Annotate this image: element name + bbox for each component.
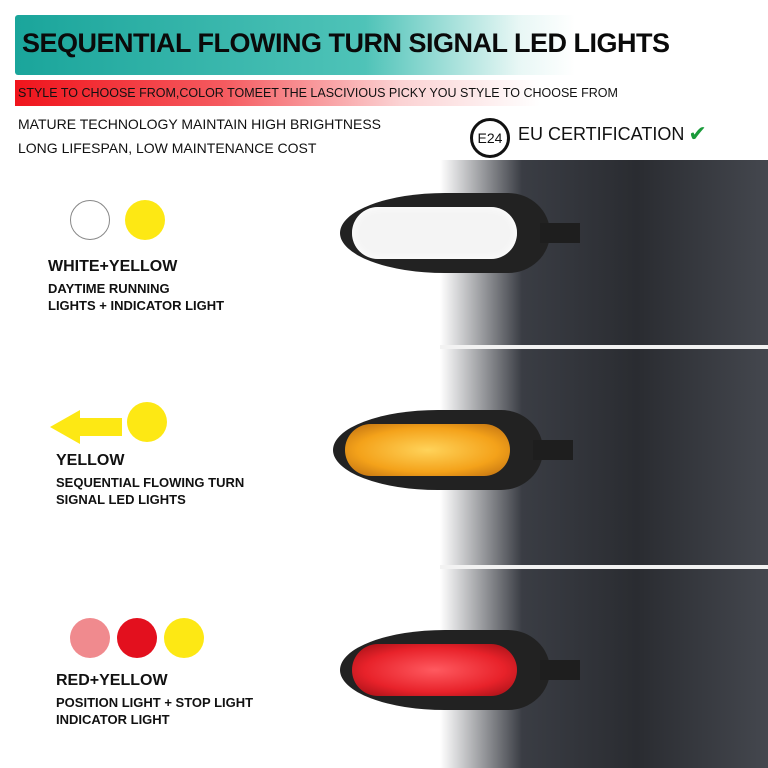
mode-desc-line: SEQUENTIAL FLOWING TURN	[56, 475, 245, 490]
mode-title: RED+YELLOW	[56, 672, 168, 689]
mode-desc: SEQUENTIAL FLOWING TURN SIGNAL LED LIGHTS	[56, 474, 244, 508]
certification: EU CERTIFICATION ✔	[518, 121, 707, 147]
turn-signal-white	[340, 193, 580, 273]
feature-2: LONG LIFESPAN, LOW MAINTENANCE COST	[18, 140, 317, 156]
mode-title: YELLOW	[56, 452, 125, 469]
mount-arm	[533, 440, 573, 460]
checkmark-icon: ✔	[688, 121, 707, 146]
page-title: SEQUENTIAL FLOWING TURN SIGNAL LED LIGHT…	[22, 28, 670, 58]
subtitle: STYLE TO CHOOSE FROM,COLOR TOMEET THE LA…	[18, 86, 618, 100]
lens	[345, 424, 510, 476]
turn-signal-red	[340, 630, 580, 710]
lens	[352, 644, 517, 696]
divider	[440, 565, 768, 569]
yellow-dot-icon	[164, 618, 204, 658]
certification-label: EU CERTIFICATION	[518, 123, 685, 144]
red-dot-icon	[117, 618, 157, 658]
turn-signal-yellow	[333, 410, 573, 490]
mode-desc-line: DAYTIME RUNNING	[48, 281, 170, 296]
mode-desc-line: INDICATOR LIGHT	[56, 712, 170, 727]
feature-1: MATURE TECHNOLOGY MAINTAIN HIGH BRIGHTNE…	[18, 116, 382, 132]
lens	[352, 207, 517, 259]
e24-badge-icon: E24	[470, 118, 510, 158]
mode-desc-line: POSITION LIGHT + STOP LIGHT	[56, 695, 254, 710]
mode-title: WHITE+YELLOW	[48, 258, 178, 275]
pink-dot-icon	[70, 618, 110, 658]
title-banner	[15, 15, 715, 75]
arrow-shaft	[78, 418, 122, 436]
mode-desc: DAYTIME RUNNING LIGHTS + INDICATOR LIGHT	[48, 280, 224, 314]
mode-desc: POSITION LIGHT + STOP LIGHT INDICATOR LIG…	[56, 694, 253, 728]
mode-desc-line: LIGHTS + INDICATOR LIGHT	[48, 298, 225, 313]
yellow-dot-icon	[125, 200, 165, 240]
mount-arm	[540, 223, 580, 243]
yellow-dot-icon	[127, 402, 167, 442]
mount-arm	[540, 660, 580, 680]
subtitle-banner	[15, 80, 715, 106]
arrow-left-icon	[50, 410, 80, 444]
white-dot-icon	[70, 200, 110, 240]
divider	[440, 345, 768, 349]
mode-desc-line: SIGNAL LED LIGHTS	[56, 492, 186, 507]
